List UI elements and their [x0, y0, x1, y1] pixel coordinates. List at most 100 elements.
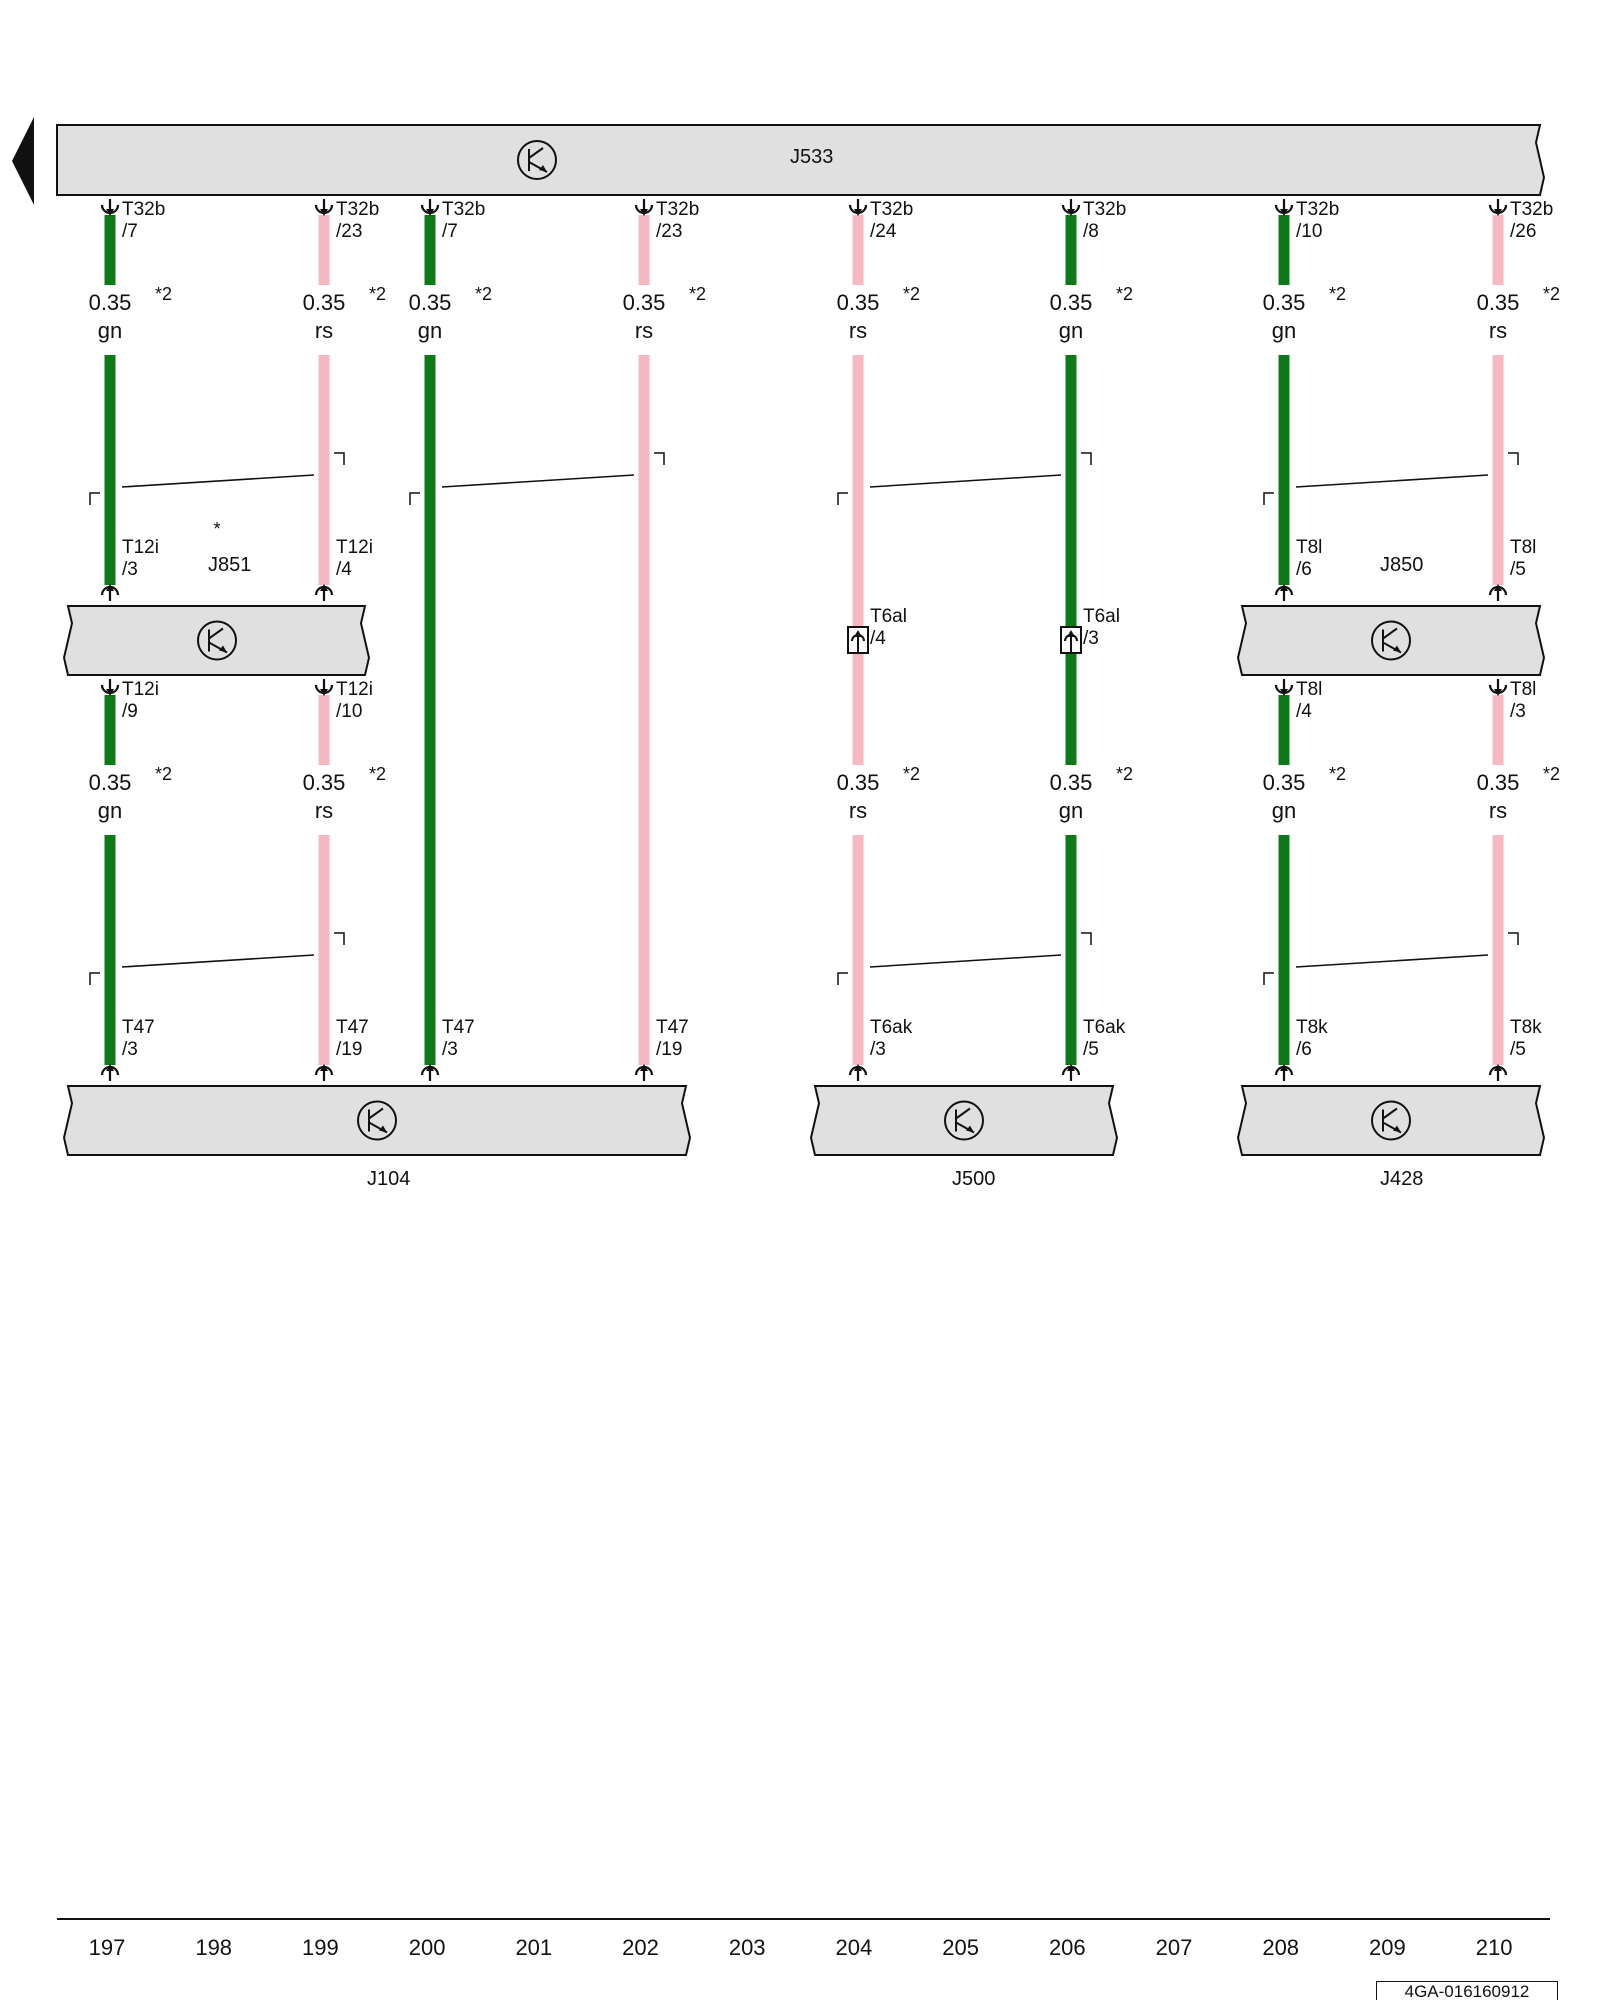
pin-connector-icon	[100, 582, 120, 603]
connector-label: T12i	[336, 537, 373, 558]
connector-label: T8l	[1296, 537, 1322, 558]
wire-note-label: *2	[1116, 284, 1133, 304]
inline-connector-label: T6al	[1083, 606, 1120, 627]
grid-number: 207	[1156, 1935, 1193, 1960]
connector-pin-label: /23	[336, 221, 362, 242]
connector-label: T8l	[1296, 679, 1322, 700]
connector-pin-label: /5	[1510, 1039, 1526, 1060]
pin-connector-icon	[1274, 677, 1294, 698]
connector-pin-label: /10	[336, 701, 362, 722]
wire-color-label: rs	[315, 318, 333, 343]
connector-label: T32b	[336, 199, 379, 220]
pin-connector-icon	[1488, 582, 1508, 603]
pin-connector-icon	[1488, 1062, 1508, 1083]
page-back-arrow[interactable]	[12, 117, 34, 205]
pin-connector-icon	[314, 582, 334, 603]
twist-markers	[89, 452, 1519, 985]
wire-note-label: *2	[1543, 764, 1560, 784]
connector-label: T47	[336, 1017, 369, 1038]
connector-label: T12i	[122, 679, 159, 700]
wire-color-label: rs	[1489, 798, 1507, 823]
wire-color-label: gn	[1272, 798, 1296, 823]
wire-size-label: 0.35	[1477, 290, 1520, 315]
connector-label: T32b	[442, 199, 485, 220]
connector-label: T32b	[656, 199, 699, 220]
connector-label: T32b	[1083, 199, 1126, 220]
pin-connector-icon	[634, 1062, 654, 1083]
wire-color-label: gn	[98, 798, 122, 823]
page-reference-code: 4GA-016160912	[1376, 1981, 1558, 2000]
inline-connector-pin-label: /3	[1083, 628, 1099, 649]
connector-pin-label: /3	[442, 1039, 458, 1060]
module-label: J500	[952, 1168, 995, 1190]
connector-pin-label: /9	[122, 701, 138, 722]
wire-note-label: *2	[369, 284, 386, 304]
twisted-pair-marker	[1263, 452, 1519, 505]
wire-color-label: rs	[635, 318, 653, 343]
wire-color-label: rs	[315, 798, 333, 823]
module-label: J850	[1380, 554, 1423, 576]
wire-note-label: *2	[369, 764, 386, 784]
wire-size-label: 0.35	[303, 770, 346, 795]
wire-size-label: 0.35	[409, 290, 452, 315]
pin-connector-icon	[1061, 1062, 1081, 1083]
connector-label: T8k	[1296, 1017, 1328, 1038]
connector-label: T32b	[870, 199, 913, 220]
wire-color-label: gn	[1059, 318, 1083, 343]
connector-label: T8k	[1510, 1017, 1542, 1038]
inline-connector-label: T6al	[870, 606, 907, 627]
wire-size-label: 0.35	[837, 290, 880, 315]
twisted-pair-marker	[89, 452, 345, 505]
wire-color-label: rs	[849, 318, 867, 343]
grid-number: 202	[622, 1935, 659, 1960]
twisted-pair-marker	[89, 932, 345, 985]
module-label: J428	[1380, 1168, 1423, 1190]
wire-note-label: *2	[1329, 764, 1346, 784]
pin-connector-icon	[1488, 197, 1508, 218]
connector-pin-label: /19	[336, 1039, 362, 1060]
pin-connector-icon	[1274, 582, 1294, 603]
wire-note-label: *2	[1329, 284, 1346, 304]
wire-note-label: *2	[689, 284, 706, 304]
grid-number: 200	[409, 1935, 446, 1960]
wire-note-label: *2	[475, 284, 492, 304]
module-J533[interactable]	[56, 124, 1546, 196]
module-label: J851	[208, 554, 251, 576]
connector-pin-label: /8	[1083, 221, 1099, 242]
twisted-pair-marker	[409, 452, 665, 505]
connector-pin-label: /23	[656, 221, 682, 242]
pin-connector-icon	[420, 197, 440, 218]
wire-size-label: 0.35	[1477, 770, 1520, 795]
connector-label: T12i	[336, 679, 373, 700]
pin-connector-icon	[100, 197, 120, 218]
pin-connector-icon	[314, 1062, 334, 1083]
connector-label: T47	[442, 1017, 475, 1038]
connector-label: T32b	[1296, 199, 1339, 220]
connector-pin-label: /4	[1296, 701, 1312, 722]
pin-connector-icon	[314, 677, 334, 698]
pin-connector-icon	[100, 1062, 120, 1083]
module-J500[interactable]	[809, 1085, 1119, 1156]
wire-color-label: gn	[98, 318, 122, 343]
module-J104[interactable]	[62, 1085, 692, 1156]
wire-color-label: gn	[1272, 318, 1296, 343]
inline-connector-pin-label: /4	[870, 628, 886, 649]
connector-label: T32b	[122, 199, 165, 220]
wire-note-label: *2	[903, 764, 920, 784]
grid-number: 203	[729, 1935, 766, 1960]
module-label: J533	[790, 146, 833, 168]
module-J428[interactable]	[1236, 1085, 1546, 1156]
wire-note-label: *2	[155, 284, 172, 304]
connector-pin-label: /26	[1510, 221, 1536, 242]
pin-connector-icon	[1274, 1062, 1294, 1083]
wire-note-label: *2	[1543, 284, 1560, 304]
wire-size-label: 0.35	[303, 290, 346, 315]
module-note-star: *	[213, 519, 220, 539]
grid-number: 206	[1049, 1935, 1086, 1960]
module-J850[interactable]	[1236, 605, 1546, 676]
connector-pin-label: /6	[1296, 1039, 1312, 1060]
connector-pin-label: /6	[1296, 559, 1312, 580]
module-J851[interactable]	[62, 605, 371, 676]
